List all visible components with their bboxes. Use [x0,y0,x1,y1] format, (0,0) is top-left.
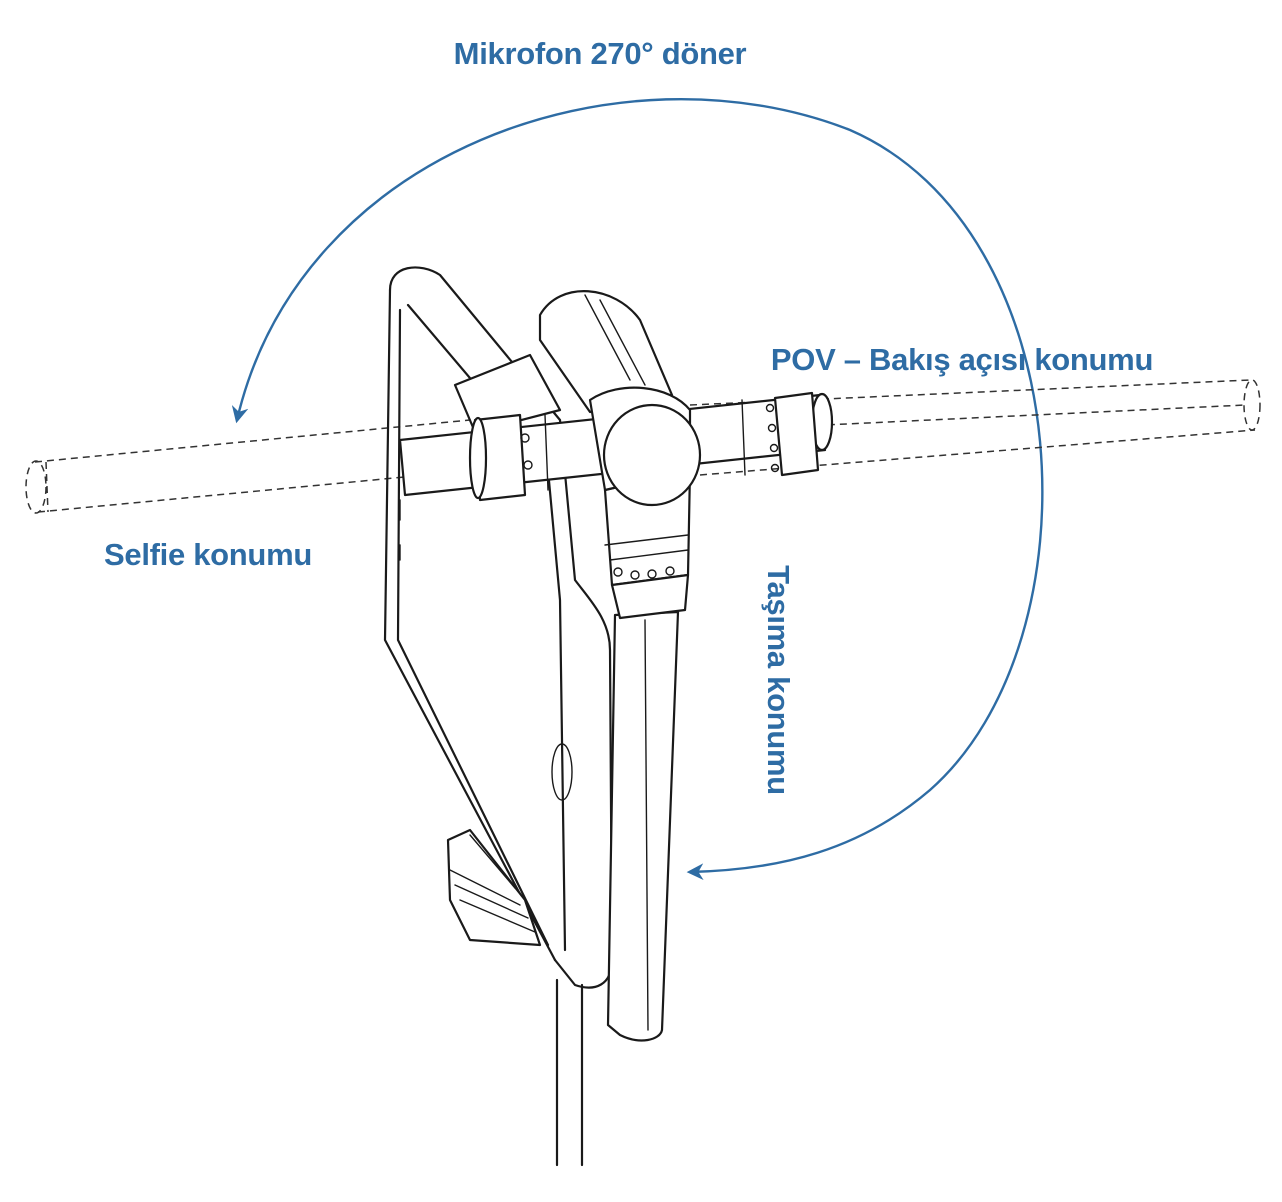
phone-clamp [446,828,542,947]
handle-pole [555,610,680,1167]
selfie-position-microphone [25,419,479,514]
selfie-position-label: Selfie konumu [104,537,312,572]
rotation-label: Mikrofon 270° döner [454,36,747,71]
mic-housing [453,290,674,434]
phone-mount [383,266,614,989]
carry-position-label: Taşıma konumu [761,565,796,795]
rotation-arc-arrow [231,97,1044,881]
pov-position-label: POV – Bakış açısı konumu [771,342,1153,377]
pivot-joint [588,386,702,507]
